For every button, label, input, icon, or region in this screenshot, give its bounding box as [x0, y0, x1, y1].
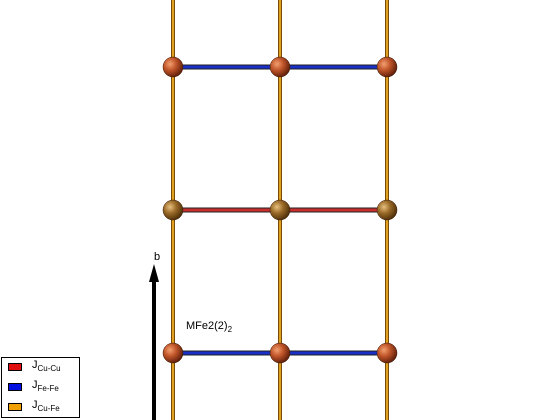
legend-item-cu-fe: JCu-Fe	[2, 398, 79, 418]
legend-swatch-cu-cu	[8, 363, 22, 371]
site-label-sub: 2	[227, 325, 233, 334]
legend-item-fe-fe: JFe-Fe	[2, 378, 79, 398]
horizontal-bonds	[173, 64, 387, 356]
legend-label-cu-fe: JCu-Fe	[32, 399, 60, 413]
atom-cu-r1-c0	[162, 199, 184, 221]
site-label-base: MFe2(2)	[186, 320, 228, 332]
legend-swatch-cu-fe	[8, 403, 22, 411]
atom-fe-r0-c2	[376, 56, 398, 78]
atom-fe-r2-c2	[376, 342, 398, 364]
site-label: MFe2(2)2	[186, 320, 232, 334]
atoms	[162, 56, 398, 364]
legend-label-fe-fe: JFe-Fe	[32, 379, 59, 393]
atom-fe-r0-c0	[162, 56, 184, 78]
atom-cu-r1-c2	[376, 199, 398, 221]
atom-cu-r1-c1	[269, 199, 291, 221]
b-axis-arrowhead	[149, 264, 159, 282]
atom-fe-r2-c1	[269, 342, 291, 364]
atom-fe-r2-c0	[162, 342, 184, 364]
legend-swatch-fe-fe	[8, 383, 22, 391]
b-axis-label: b	[154, 251, 161, 263]
b-axis-arrow	[149, 264, 159, 420]
atom-fe-r0-c1	[269, 56, 291, 78]
legend: JCu-Cu JFe-Fe JCu-Fe	[1, 357, 80, 418]
legend-label-cu-cu: JCu-Cu	[32, 359, 61, 373]
legend-item-cu-cu: JCu-Cu	[2, 358, 79, 378]
